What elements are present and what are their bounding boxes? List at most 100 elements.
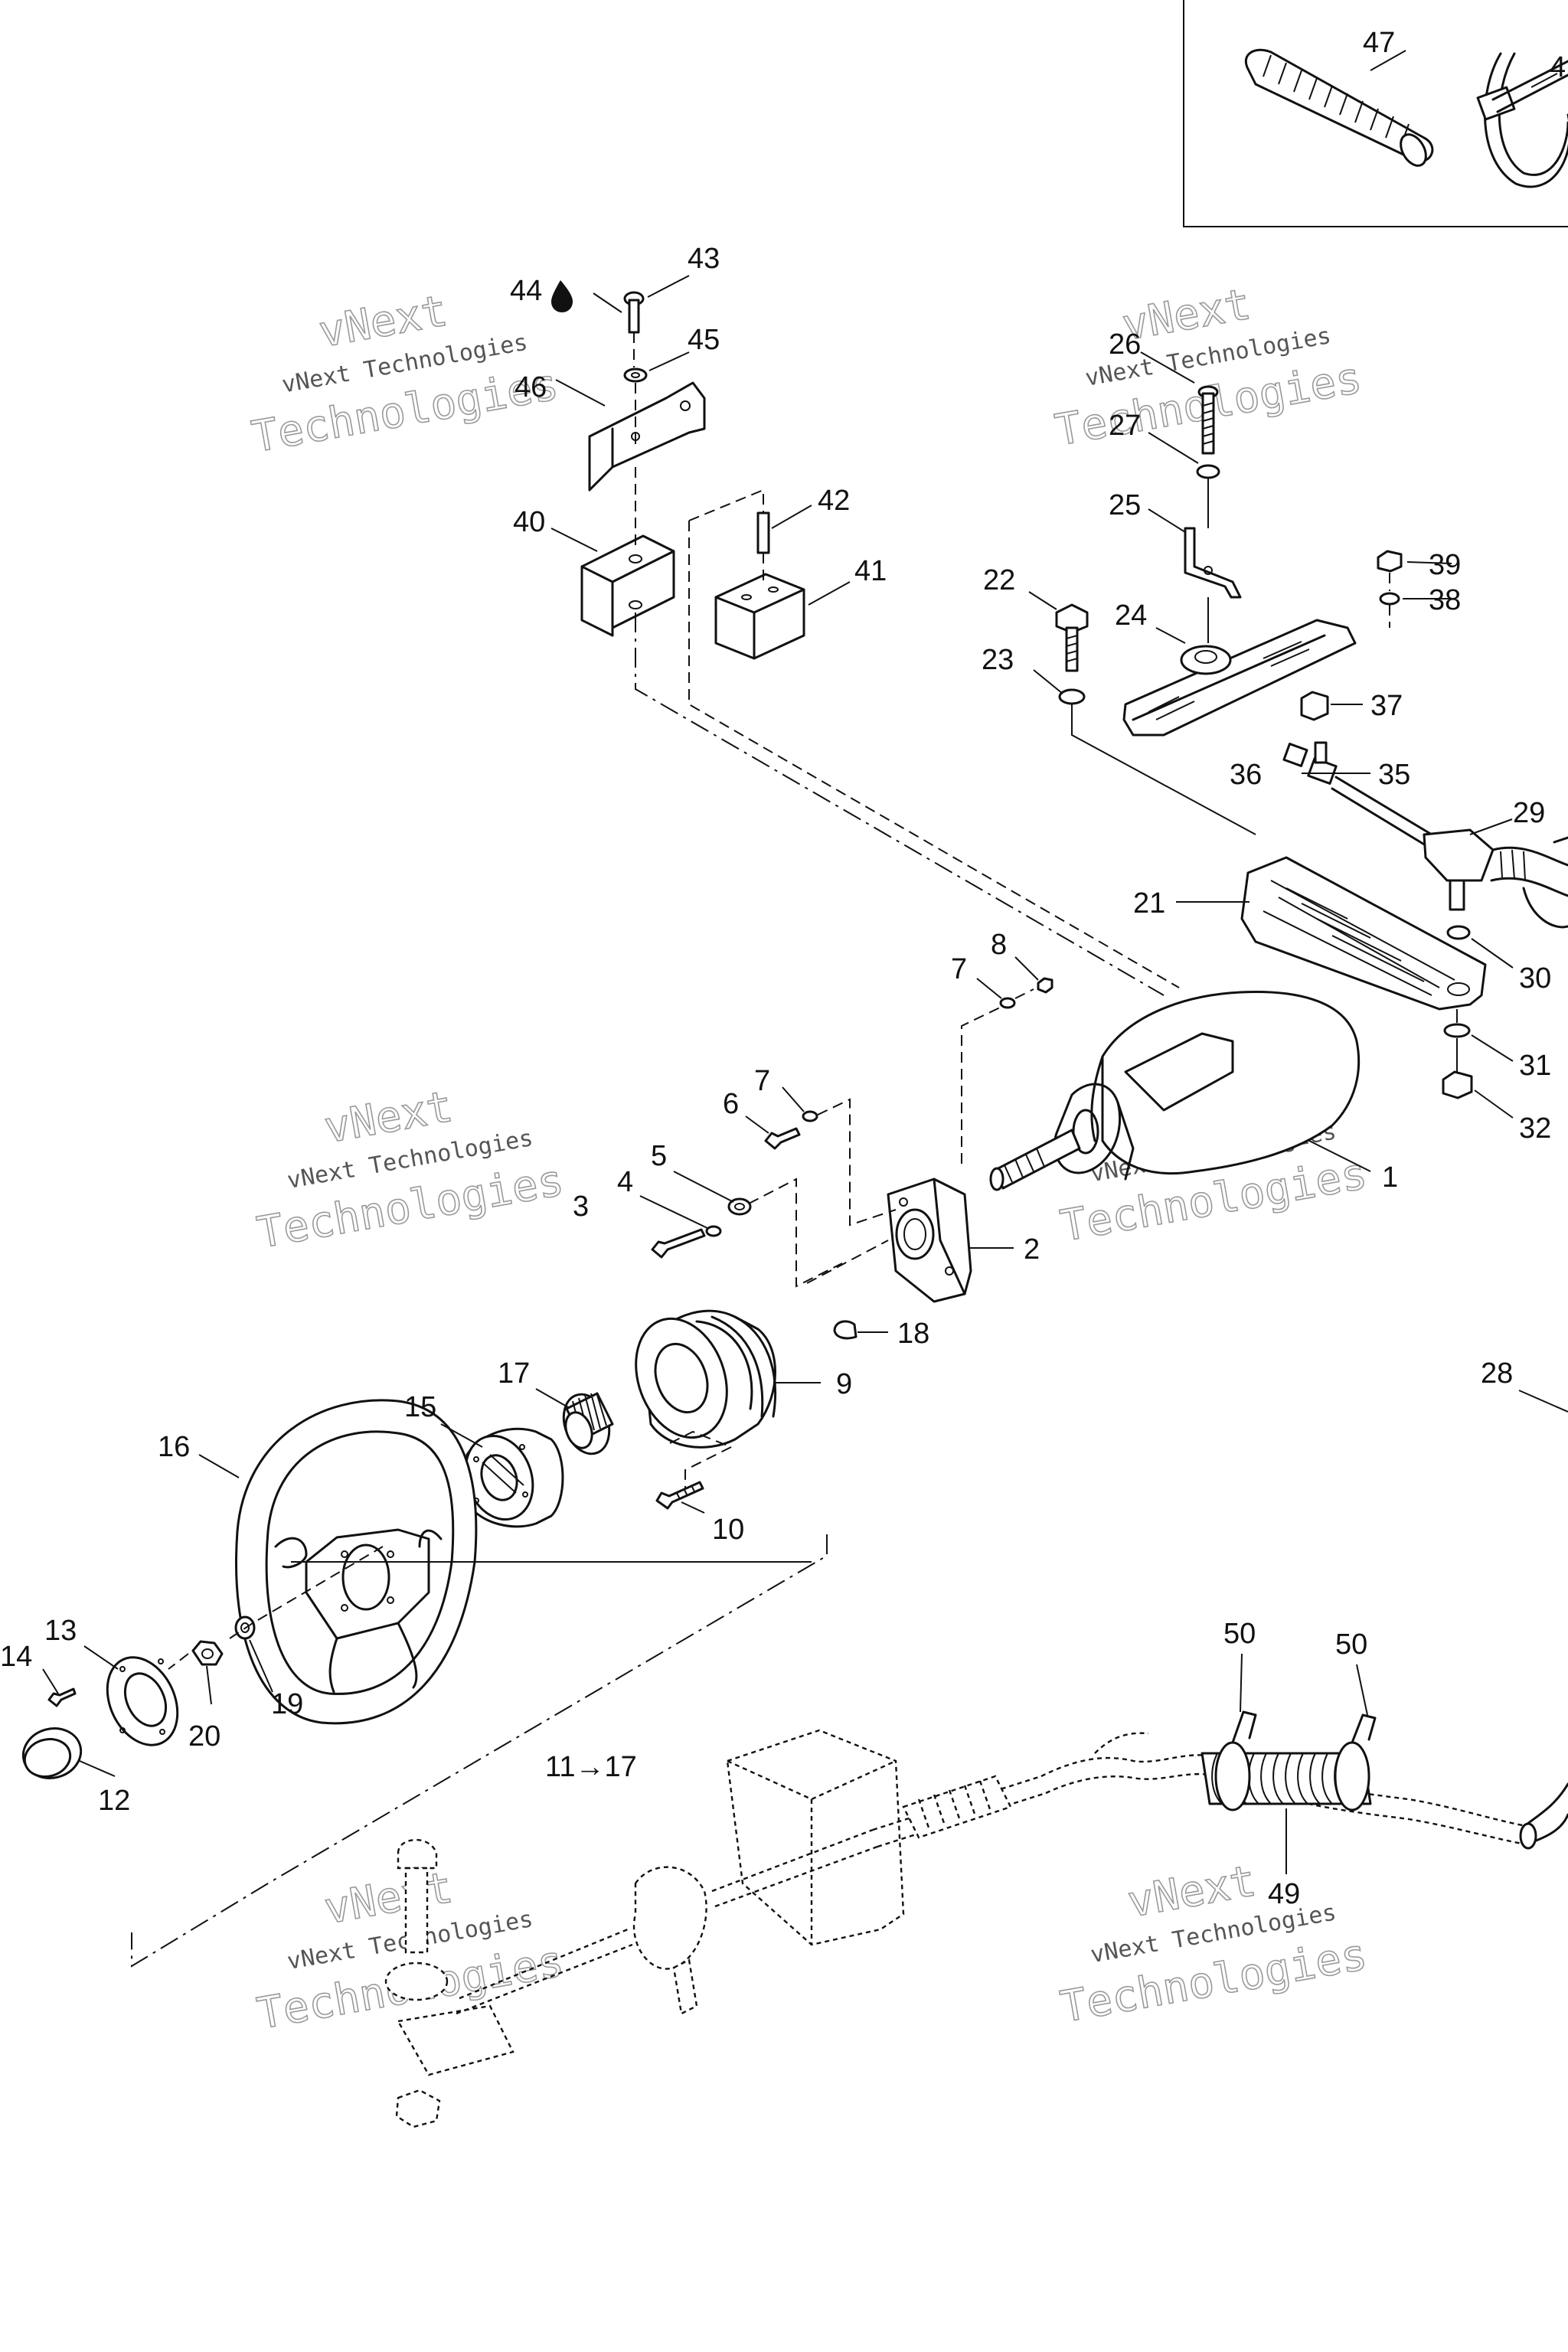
key-18 (833, 1320, 858, 1340)
callout-4: 4 (617, 1166, 633, 1198)
bracket-group (580, 291, 1180, 996)
clamp-50b (1334, 1713, 1377, 1811)
bolt-22 (1055, 603, 1089, 672)
plate-24 (1122, 619, 1357, 737)
callout-50b: 50 (1335, 1628, 1367, 1661)
watermark-6: vNext vNext Technologies Technologies (1057, 1855, 1371, 2033)
sealant-drop-icon (551, 280, 573, 312)
callout-11-17: 11→17 (545, 1751, 637, 1783)
callout-21: 21 (1133, 887, 1165, 920)
fitting-35 (1282, 741, 1433, 847)
cap-12 (21, 1727, 83, 1779)
callout-35: 35 (1378, 759, 1410, 791)
callout-38: 38 (1429, 584, 1461, 616)
callout-18: 18 (897, 1318, 929, 1350)
assembly-bracket-line (131, 1534, 828, 1968)
callout-22: 22 (983, 564, 1015, 596)
callout-labels: 1 2 3 4 5 6 7 7 8 9 10 11→17 12 13 14 15… (0, 27, 1566, 1910)
nut-20 (191, 1640, 224, 1666)
callout-23: 23 (982, 644, 1014, 676)
callout-2: 2 (1024, 1233, 1040, 1266)
callout-43: 43 (688, 243, 720, 275)
callout-49: 49 (1268, 1878, 1300, 1910)
adapter-17 (562, 1392, 614, 1455)
callout-15: 15 (404, 1391, 436, 1423)
screws (651, 977, 1054, 1288)
ghost-steering-assembly (384, 1729, 1568, 2128)
nut-8 (1037, 977, 1054, 994)
callout-7a: 7 (951, 953, 967, 985)
callout-20: 20 (188, 1720, 220, 1753)
callout-41: 41 (854, 555, 887, 587)
pin-42 (756, 511, 770, 554)
washer-27 (1196, 464, 1220, 479)
callout-36: 36 (1230, 759, 1262, 791)
callout-3: 3 (573, 1191, 589, 1223)
clamp-50a (1214, 1710, 1257, 1811)
callout-1: 1 (1382, 1161, 1398, 1194)
callout-45: 45 (688, 324, 720, 356)
callout-24: 24 (1115, 599, 1147, 632)
callout-5: 5 (651, 1140, 667, 1172)
callout-47: 47 (1363, 27, 1395, 59)
leader-lines (42, 50, 1568, 1874)
washer-23 (1058, 688, 1086, 705)
washer-30 (1446, 925, 1471, 940)
callout-19: 19 (271, 1688, 303, 1720)
callout-10: 10 (712, 1514, 744, 1546)
callout-28: 28 (1481, 1357, 1513, 1390)
hub-9 (635, 1309, 777, 1449)
callout-16: 16 (158, 1431, 190, 1463)
callout-7b: 7 (754, 1065, 770, 1097)
callout-25: 25 (1109, 489, 1141, 521)
callout-50a: 50 (1223, 1618, 1256, 1650)
watermark-5: vNext vNext Technologies Technologies (253, 1862, 567, 2040)
callout-12: 12 (98, 1785, 130, 1817)
callout-40: 40 (513, 506, 545, 538)
inset-box (1183, 0, 1568, 227)
callout-44: 44 (510, 275, 542, 307)
callout-27: 27 (1109, 410, 1141, 442)
helm-1 (989, 990, 1361, 1191)
screw-6 (764, 1127, 801, 1150)
callout-32: 32 (1519, 1112, 1551, 1145)
washer-5 (727, 1197, 752, 1216)
screw-14 (47, 1687, 77, 1707)
callout-17: 17 (498, 1357, 530, 1390)
corrugated-tube-47 (1244, 48, 1434, 167)
washer-7a (999, 997, 1016, 1009)
callout-48: 4 (1550, 51, 1566, 83)
cable-end-29 (1423, 828, 1568, 929)
callout-8: 8 (991, 929, 1007, 961)
bracket-2 (887, 1178, 972, 1303)
washer-4 (705, 1225, 722, 1237)
bolt-26 (1197, 385, 1219, 455)
hub-15 (464, 1427, 564, 1528)
nut-39 (1377, 550, 1403, 573)
screw-3 (651, 1228, 706, 1259)
callout-46: 46 (514, 371, 547, 403)
bracket-46 (588, 381, 706, 492)
screw-10 (655, 1481, 704, 1510)
callout-9: 9 (836, 1368, 852, 1400)
callout-42: 42 (818, 485, 850, 517)
callout-31: 31 (1519, 1050, 1551, 1082)
washer-45 (623, 368, 648, 383)
clip-25 (1184, 527, 1242, 599)
washer-38 (1379, 592, 1400, 606)
callout-29: 29 (1513, 797, 1545, 829)
watermark-3: vNext vNext Technologies Technologies (253, 1081, 567, 1259)
callout-13: 13 (44, 1615, 77, 1647)
cable-tie-48 (1476, 52, 1568, 188)
callout-30: 30 (1519, 962, 1551, 995)
nut-32 (1442, 1070, 1473, 1099)
bracket-40 (580, 534, 675, 637)
watermark-2: vNext vNext Technologies Technologies (1051, 279, 1366, 456)
callout-6: 6 (723, 1088, 739, 1120)
ring-13 (106, 1656, 179, 1746)
plate-21 (1240, 856, 1487, 1011)
callout-37: 37 (1370, 690, 1403, 722)
callout-39: 39 (1429, 549, 1461, 581)
block-41 (714, 573, 805, 660)
